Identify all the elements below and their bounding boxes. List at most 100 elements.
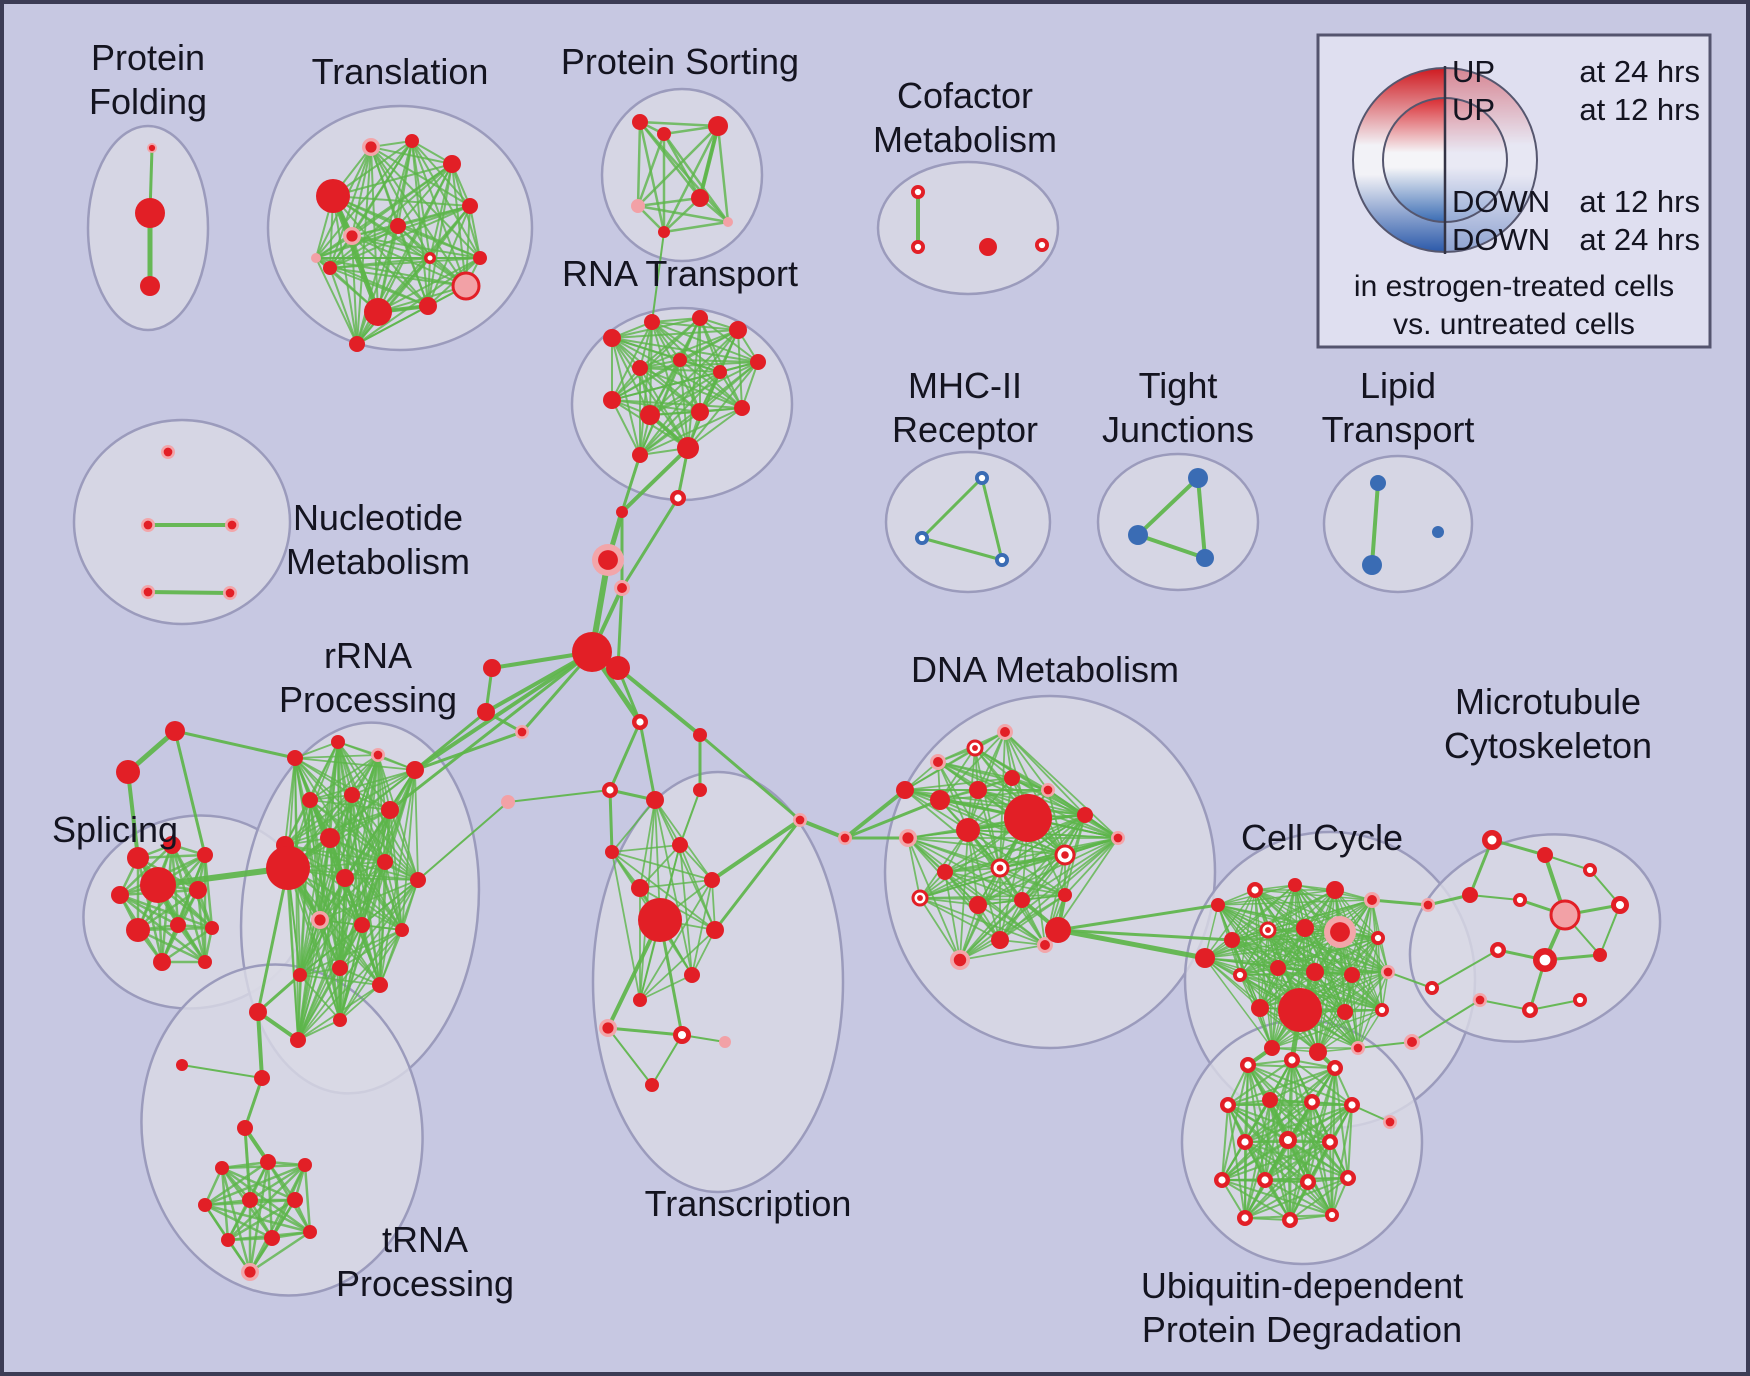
node-cc17 <box>1337 1004 1353 1020</box>
edge <box>356 305 429 345</box>
cluster-label-cofactor-metabolism: Metabolism <box>873 119 1057 160</box>
edge <box>611 851 713 881</box>
node-t12 <box>364 298 392 326</box>
cluster-ellipse-cofactor-metabolism <box>876 160 1060 296</box>
edge <box>1204 889 1256 959</box>
cluster-label-transcription: Transcription <box>645 1183 852 1224</box>
node-tr12 <box>303 1225 317 1239</box>
node-dm18 <box>1058 888 1072 902</box>
node-rt11 <box>734 400 750 416</box>
node-dmc-core <box>840 833 850 843</box>
node-st0 <box>165 721 185 741</box>
edge <box>170 843 207 964</box>
edge <box>297 861 386 1041</box>
node-t1-core <box>365 141 377 153</box>
cluster-label-rrna-processing: rRNA <box>324 635 412 676</box>
legend-up-12-time: at 12 hrs <box>1579 92 1700 127</box>
node-ub8 <box>1278 1130 1297 1149</box>
node-tr9 <box>287 1192 303 1208</box>
edge <box>967 829 1046 946</box>
edge <box>1411 999 1481 1043</box>
edge <box>907 837 961 961</box>
node-s7 <box>170 917 186 933</box>
edge <box>679 789 701 846</box>
node-rt8 <box>603 391 621 409</box>
node-mh1 <box>914 530 929 545</box>
node-tc8 <box>704 872 720 888</box>
node-ub12 <box>1299 1173 1316 1190</box>
node-lt2 <box>1432 526 1444 538</box>
node-r20 <box>290 1032 306 1048</box>
node-ps6 <box>723 217 733 227</box>
edge <box>639 329 739 456</box>
edge <box>1221 1104 1229 1181</box>
edge <box>1269 1067 1336 1101</box>
edge <box>1289 1177 1349 1221</box>
edge <box>907 837 1023 901</box>
node-x4 <box>572 632 612 672</box>
cluster-ellipse-lipid-transport <box>1322 454 1474 594</box>
node-s8 <box>205 921 219 935</box>
edge <box>907 814 1086 839</box>
edge <box>843 788 907 840</box>
edge <box>339 879 419 1021</box>
node-mc4 <box>1513 892 1528 907</box>
edge <box>299 741 339 976</box>
node-tr5 <box>260 1154 276 1170</box>
edge <box>248 1230 312 1274</box>
legend-fade-overlay <box>1446 38 1708 344</box>
cluster-label-mhc-ii-receptor: Receptor <box>892 409 1038 450</box>
edge <box>1264 1141 1331 1181</box>
edge <box>939 731 1006 801</box>
node-r12 <box>410 872 426 888</box>
edge <box>959 837 1119 961</box>
cluster-label-tight-junctions: Tight <box>1139 365 1218 406</box>
edge <box>843 798 942 840</box>
cluster-label-protein-folding: Folding <box>89 81 207 122</box>
node-rt10 <box>691 403 709 421</box>
edge <box>181 1064 263 1079</box>
edge <box>1267 899 1373 931</box>
node-tc10 <box>706 921 724 939</box>
node-mc8 <box>1533 947 1558 972</box>
edge <box>904 789 969 831</box>
edge <box>1047 789 1066 856</box>
node-dm9 <box>956 818 980 842</box>
node-ub5 <box>1303 1093 1320 1110</box>
edge <box>299 974 341 1021</box>
node-cc19 <box>1264 1040 1280 1056</box>
edge <box>384 861 403 931</box>
node-ub7 <box>1236 1133 1253 1150</box>
edge <box>1064 837 1119 896</box>
edge <box>1277 937 1379 969</box>
edge <box>429 163 453 259</box>
edge <box>1344 971 1389 1013</box>
edge <box>620 446 690 514</box>
node-r8 <box>320 828 340 848</box>
edge <box>294 757 299 1041</box>
node-ps3 <box>631 199 645 213</box>
node-b0 <box>1045 917 1071 943</box>
edge <box>967 731 1006 831</box>
edge <box>698 733 802 822</box>
edge <box>299 974 381 986</box>
node-ps1 <box>657 127 671 141</box>
edge <box>636 196 702 208</box>
node-rt6 <box>673 353 687 367</box>
node-rt4 <box>750 354 766 370</box>
edge <box>370 146 453 165</box>
node-mc2 <box>1583 862 1598 877</box>
edge <box>319 861 386 921</box>
node-cc0 <box>1211 898 1225 912</box>
edge <box>1244 1101 1313 1143</box>
node-tc14 <box>672 1025 691 1044</box>
edge <box>118 843 174 897</box>
node-tc2 <box>602 782 619 799</box>
node-r2-core <box>373 750 383 760</box>
edge <box>999 731 1006 869</box>
edge <box>243 1126 252 1202</box>
node-cc2 <box>1288 878 1302 892</box>
edge <box>243 1076 264 1130</box>
node-t3 <box>443 155 461 173</box>
